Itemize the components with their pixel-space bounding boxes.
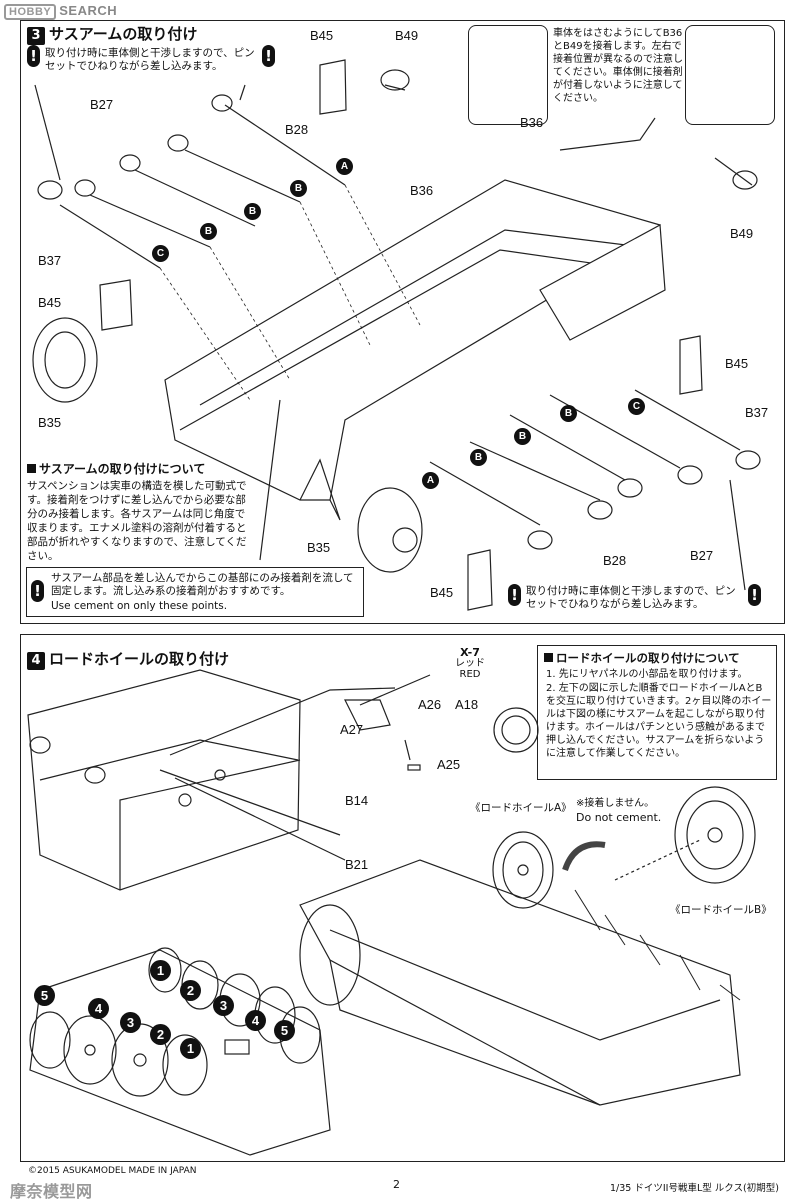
label-a26: A26 [418,697,442,712]
marker-b: B [200,223,217,240]
no-cement-jp: ※接着しません。 [576,798,655,809]
step4-info-box: ロードホイールの取り付けについて 1. 先にリヤパネルの小部品を取り付けます。 … [537,645,777,780]
marker-b: B [514,428,531,445]
footer-copyright: ©2015 ASUKAMODEL MADE IN JAPAN [28,1166,197,1176]
marker-b: B [290,180,307,197]
step3-warning-top-text: 取り付け時に車体側と干渉しますので、ピンセットでひねりながら差し込みます。 [45,47,255,72]
watermark-bottom: 摩奈模型网 [10,1184,93,1200]
step4-info-item-2: 2. 左下の図に示した順番でロードホイールAとBを交互に取り付けていきます。2ヶ… [546,683,772,759]
paint-code: X-7 [460,646,480,659]
label-b35-bottom: B35 [307,540,331,555]
step4-number: 4 [27,652,45,670]
warning-icon: ! [262,45,275,67]
paint-name-jp: レッド [455,658,485,669]
footer-page-number: 2 [393,1178,400,1191]
cement-note-jp: サスアーム部品を差し込んでからこの基部にのみ接着剤を流して固定します。流し込み系… [51,572,354,597]
label-b14: B14 [345,793,369,808]
cement-note-en: Use cement on only these points. [51,600,228,612]
label-a25: A25 [437,757,461,772]
warning-icon: ! [508,584,521,606]
label-a27: A27 [340,722,364,737]
cement-note-box: ! サスアーム部品を差し込んでからこの基部にのみ接着剤を流して固定します。流し込… [26,567,364,617]
watermark-logo: HOBBY [4,4,57,20]
bullet-square [544,653,553,662]
label-b28-right: B28 [603,553,627,568]
label-b36-mid: B36 [410,183,434,198]
callout-detail-right [685,25,775,125]
marker-b: B [244,203,261,220]
order-marker: 2 [180,980,201,1001]
step4-title: ロードホイールの取り付け [49,650,230,668]
order-marker: 3 [120,1012,141,1033]
marker-b: B [560,405,577,422]
step3-info-title: サスアームの取り付けについて [39,462,206,476]
wheel-b-label: 《ロードホイールB》 [670,904,772,916]
label-b35-left: B35 [38,415,62,430]
label-b37-left: B37 [38,253,62,268]
step4-info-title: ロードホイールの取り付けについて [556,651,740,665]
warning-icon: ! [27,45,40,67]
watermark-text: SEARCH [59,3,118,18]
order-marker: 5 [274,1020,295,1041]
label-b49-top: B49 [395,28,419,43]
label-b21: B21 [345,857,369,872]
footer-product: 1/35 ドイツII号戦車L型 ルクス(初期型) [610,1183,779,1194]
warning-icon: ! [31,580,44,602]
order-marker: 3 [213,995,234,1016]
label-a18: A18 [455,697,479,712]
callout-detail-left [468,25,548,125]
marker-c: C [628,398,645,415]
label-b49-right: B49 [730,226,754,241]
marker-a: A [336,158,353,175]
marker-a: A [422,472,439,489]
label-b45-bottom: B45 [430,585,454,600]
label-b27-left: B27 [90,97,114,112]
order-marker: 2 [150,1024,171,1045]
order-marker: 5 [34,985,55,1006]
marker-c: C [152,245,169,262]
label-b37-right: B37 [745,405,769,420]
step3-warning-right: ! 取り付け時に車体側と干渉しますので、ピンセットでひねりながら差し込みます。 … [508,584,766,610]
step3-callout-text: 車体をはさむようにしてB36とB49を接着します。左右で接着位置が異なるので注意… [553,28,683,104]
label-b36-right: B36 [520,115,544,130]
paint-name-en: RED [459,669,481,680]
step4-info-item-1: 1. 先にリヤパネルの小部品を取り付けます。 [546,669,748,680]
no-cement-en: Do not cement. [576,811,662,824]
no-cement-note: ※接着しません。 Do not cement. [576,797,661,825]
label-b28-left: B28 [285,122,309,137]
order-marker: 4 [88,998,109,1019]
order-marker: 1 [150,960,171,981]
label-b45-left: B45 [38,295,62,310]
label-b45-right: B45 [725,356,749,371]
step3-number: 3 [27,27,45,45]
step3-warning-right-text: 取り付け時に車体側と干渉しますので、ピンセットでひねりながら差し込みます。 [526,585,736,610]
step3-info: サスアームの取り付けについて サスペンションは実車の構造を模した可動式です。接着… [27,460,252,563]
paint-callout: X-7 レッド RED [455,647,485,680]
marker-b: B [470,449,487,466]
label-b45-top: B45 [310,28,334,43]
order-marker: 4 [245,1010,266,1031]
label-b27-right: B27 [690,548,714,563]
wheel-a-label: 《ロードホイールA》 [470,802,572,814]
step3-title: サスアームの取り付け [49,25,198,43]
order-marker: 1 [180,1038,201,1059]
step3-warning-top: ! 取り付け時に車体側と干渉しますので、ピンセットでひねりながら差し込みます。 … [27,45,275,72]
bullet-square [27,464,36,473]
warning-icon: ! [748,584,761,606]
step3-info-text: サスペンションは実車の構造を模した可動式です。接着剤をつけずに差し込んでから必要… [27,480,247,562]
